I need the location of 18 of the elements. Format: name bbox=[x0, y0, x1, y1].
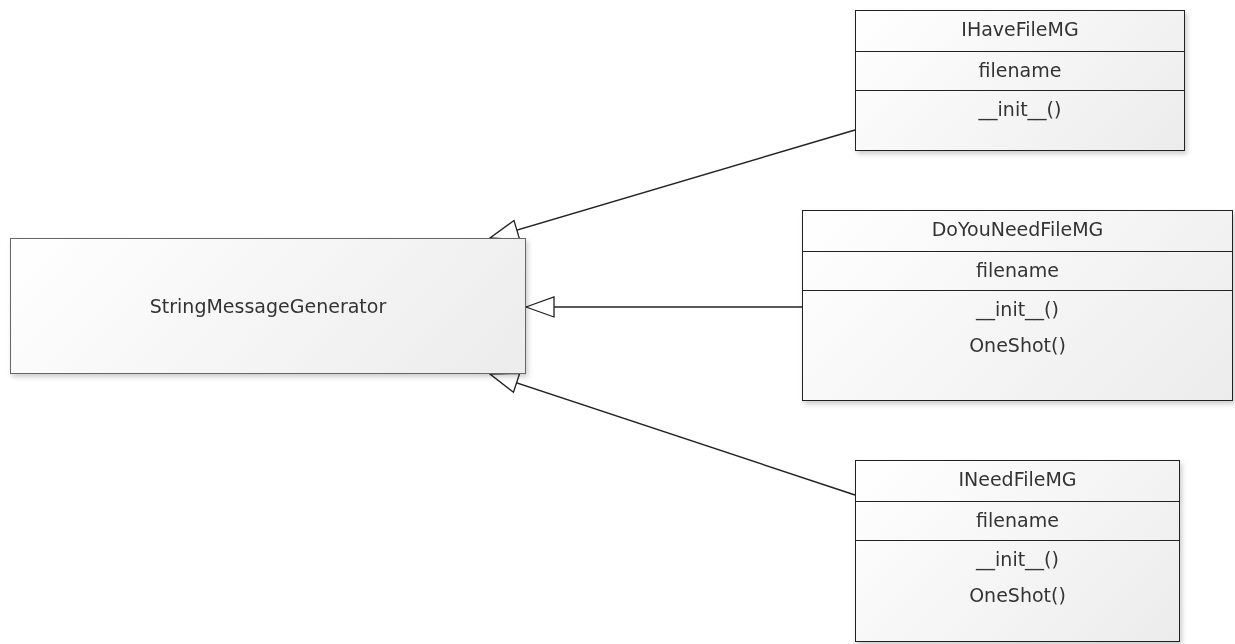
class-name: StringMessageGenerator bbox=[149, 294, 387, 319]
method: __init__() bbox=[974, 297, 1060, 323]
class-box bbox=[10, 238, 526, 374]
method: __init__() bbox=[974, 547, 1060, 573]
method: OneShot() bbox=[968, 583, 1067, 608]
uml-class-box bbox=[802, 210, 1233, 401]
attribute: filename bbox=[975, 258, 1060, 283]
uml-class-box bbox=[855, 460, 1180, 642]
inheritance-arrow bbox=[525, 296, 803, 318]
method: __init__() bbox=[977, 97, 1063, 123]
uml-class-box bbox=[855, 10, 1185, 151]
attribute: filename bbox=[975, 508, 1060, 533]
class-name: INeedFileMG bbox=[957, 467, 1078, 492]
attribute: filename bbox=[977, 58, 1063, 83]
method: OneShot() bbox=[968, 333, 1067, 358]
inheritance-arrow bbox=[489, 372, 856, 496]
class-name: DoYouNeedFileMG bbox=[930, 217, 1105, 242]
class-name: IHaveFileMG bbox=[960, 17, 1080, 42]
